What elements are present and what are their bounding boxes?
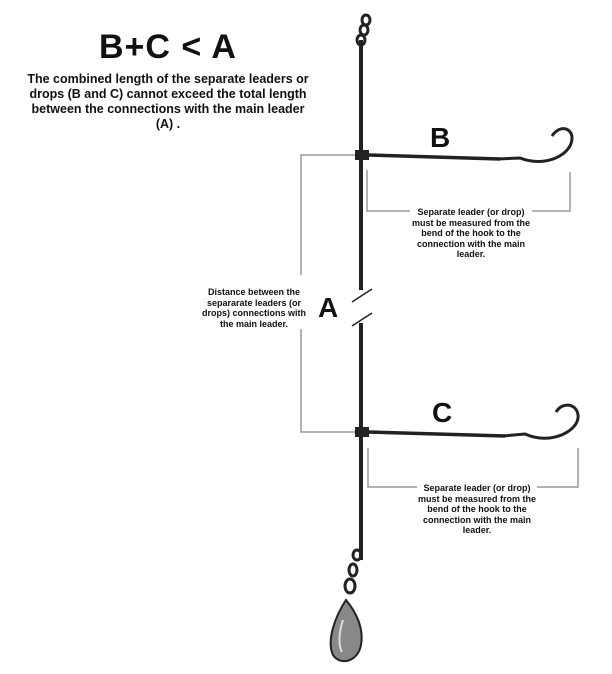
label-c: C	[432, 397, 453, 428]
label-a: A	[318, 292, 339, 323]
formula-title: B+C < A	[98, 28, 237, 66]
intro-text: The combined length of the separate lead…	[27, 72, 309, 131]
note-b: Separate leader (or drop) must be measur…	[410, 207, 532, 260]
bracket-a-bottom	[300, 325, 355, 433]
swivel-icon	[355, 13, 372, 47]
measure-brackets	[300, 154, 579, 488]
bracket-b-left	[366, 170, 412, 212]
bracket-c-right	[535, 448, 579, 488]
bracket-c-left	[367, 448, 418, 488]
drop-b	[355, 127, 574, 163]
label-b: B	[430, 122, 451, 153]
break-mark	[351, 312, 373, 327]
sinker-icon	[329, 548, 363, 663]
bracket-b-right	[530, 172, 571, 212]
bracket-a-top	[300, 154, 355, 275]
drop-c	[355, 403, 580, 440]
break-mark	[351, 288, 373, 303]
note-c: Separate leader (or drop) must be measur…	[417, 483, 537, 536]
main-leader	[351, 40, 373, 560]
note-a: Distance between the separarate leaders …	[200, 287, 308, 329]
